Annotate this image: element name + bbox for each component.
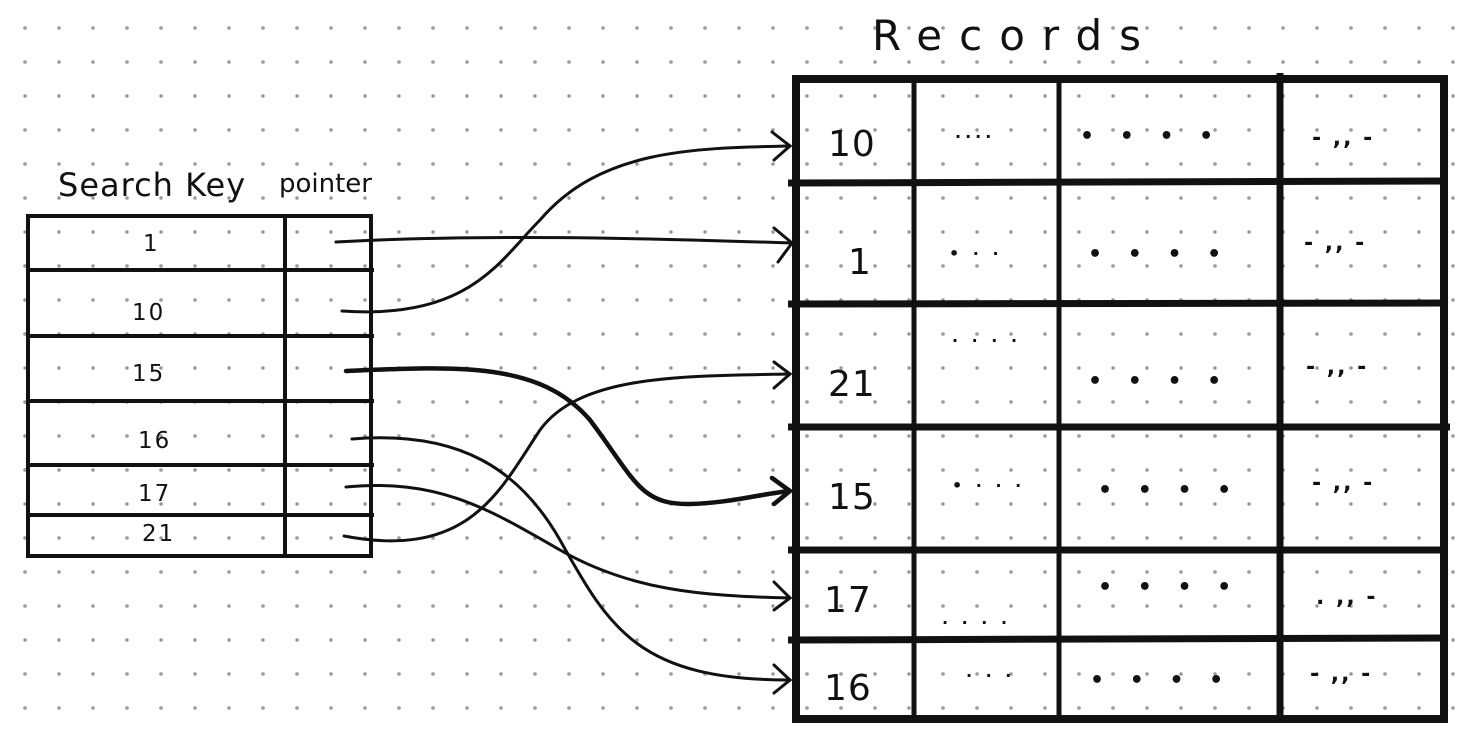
index-key: 10 — [132, 300, 165, 326]
pointer-arrow — [344, 483, 792, 600]
arrowhead-icon — [772, 226, 795, 264]
arrowhead-icon — [770, 130, 793, 162]
record-field: • • • • — [1088, 369, 1230, 394]
record-key: 10 — [828, 124, 876, 165]
record-field: - ,, - — [1304, 231, 1366, 256]
pointer-arrow — [350, 436, 792, 682]
arrowhead-icon — [772, 663, 793, 695]
record-key: 17 — [824, 580, 872, 621]
index-key: 17 — [138, 481, 171, 507]
record-field: • • • • — [1088, 242, 1230, 267]
record-field: - ,, - — [1306, 355, 1368, 380]
pointer-arrow — [343, 366, 793, 507]
record-key: 1 — [848, 242, 872, 283]
index-table-border — [26, 214, 373, 558]
record-field: . ,, - — [1316, 585, 1378, 610]
records-table: 10 .... • • • • - ,, - 1 • · · • • • • -… — [787, 73, 1450, 723]
record-field: • • • • — [1090, 668, 1232, 693]
index-key: 15 — [132, 361, 165, 387]
record-field: - ,, - — [1310, 662, 1372, 687]
record-field: • · · · — [952, 476, 1025, 495]
record-field: • • • • — [1098, 575, 1240, 600]
arrowhead-icon — [769, 475, 794, 507]
index-key: 1 — [143, 231, 160, 257]
records-row-divider — [787, 634, 1449, 644]
record-field: - ,, - — [1312, 471, 1374, 496]
record-field: • • • • — [1080, 124, 1222, 149]
records-table-border — [792, 75, 1448, 723]
record-key: 16 — [824, 668, 872, 709]
records-row-divider — [787, 177, 1449, 187]
record-field: • · · — [949, 244, 1003, 263]
arrowhead-icon — [772, 360, 793, 390]
record-key: 21 — [828, 364, 876, 405]
record-key: 15 — [828, 477, 876, 518]
index-key: 16 — [138, 428, 171, 454]
arrowhead-icon — [772, 580, 793, 612]
pointer-arrows — [334, 130, 795, 695]
records-title: Records — [872, 11, 1158, 60]
record-field: · · · — [966, 666, 1015, 685]
search-key-header: Search Key — [58, 166, 246, 204]
records-row-divider — [787, 299, 1449, 308]
index-table: 1 10 15 16 17 21 — [26, 214, 374, 558]
record-field: . . . . — [942, 609, 1011, 628]
pointer-arrow — [340, 144, 792, 314]
record-field: .... — [955, 123, 995, 142]
pointer-arrow — [342, 372, 792, 543]
record-field: · · · · — [952, 331, 1021, 350]
record-field: • • • • — [1098, 478, 1240, 503]
pointer-arrow — [334, 235, 794, 245]
index-key: 21 — [142, 521, 175, 547]
record-field: - ,, - — [1312, 126, 1374, 151]
pointer-header: pointer — [279, 169, 372, 199]
